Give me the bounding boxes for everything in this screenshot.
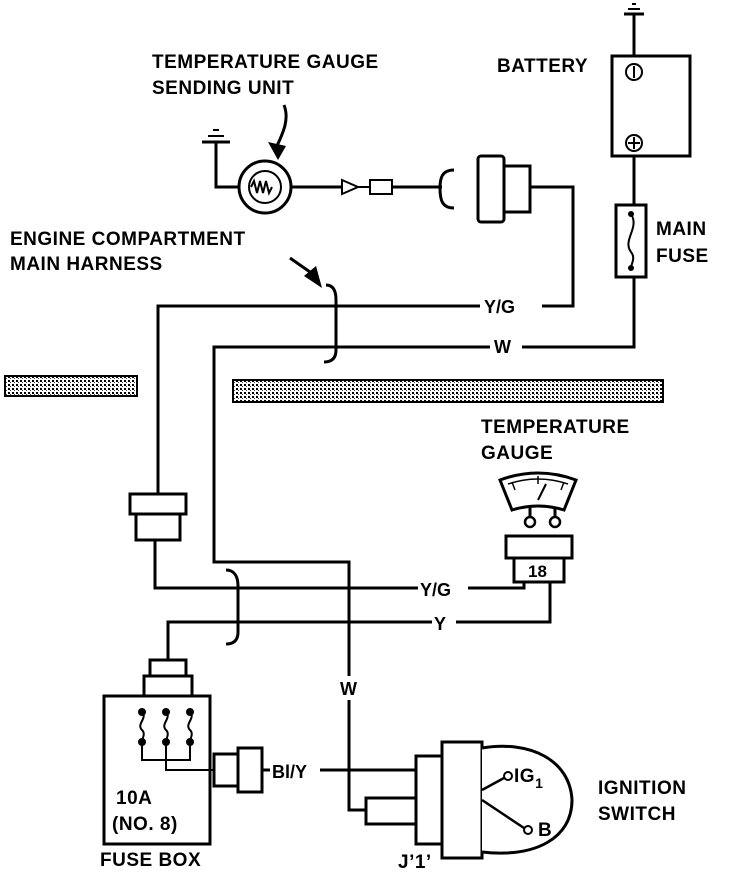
sending-unit-label-1: TEMPERATURE GAUGE [152, 52, 379, 73]
sending-unit-arrow [268, 104, 288, 160]
sending-unit [237, 159, 293, 215]
sending-unit-connector [476, 154, 532, 224]
fuse-box [102, 658, 264, 846]
harness-clip-upper [323, 283, 338, 364]
ignition-label-1: IGNITION [598, 778, 686, 799]
inline-connector [341, 178, 393, 196]
yg-connector [128, 492, 188, 542]
gauge-label-2: GAUGE [481, 443, 553, 464]
harness-clip-lower [225, 568, 240, 646]
wire-label-yg-upper: Y/G [484, 297, 515, 317]
temperature-gauge [498, 471, 578, 584]
main-fuse-label-2: FUSE [656, 246, 709, 267]
ignition-switch [364, 740, 574, 860]
gauge-pin-label: 18 [528, 562, 547, 581]
harness-label-1: ENGINE COMPARTMENT [10, 229, 246, 250]
main-fuse [614, 203, 648, 279]
wire-label-y-lower: Y [434, 614, 446, 634]
ignition-label-2: SWITCH [598, 804, 676, 825]
wire-label-w-vertical: W [340, 679, 357, 699]
sending-unit-ground [202, 129, 230, 144]
wire-label-yg-lower: Y/G [420, 580, 451, 600]
harness-label-2: MAIN HARNESS [10, 254, 163, 275]
firewall-panel-right [232, 379, 664, 403]
ig1-label: IG1 [514, 766, 543, 791]
gauge-label-1: TEMPERATURE [481, 417, 630, 438]
battery [610, 3, 692, 158]
sending-unit-label-2: SENDING UNIT [152, 78, 294, 99]
fuse-box-label: FUSE BOX [100, 850, 201, 871]
battery-label: BATTERY [497, 56, 588, 77]
connector-j-label: J’1’ [398, 852, 432, 873]
harness-arrow [289, 256, 322, 288]
b-terminal-label: B [538, 820, 552, 841]
harness-clip-top [438, 168, 455, 210]
wire-label-bl-y: Bl/Y [272, 762, 307, 782]
wires [153, 14, 636, 812]
firewall-panel-left [4, 375, 138, 397]
fuse-rating-label: 10A [116, 788, 152, 809]
wire-label-w-upper: W [494, 337, 511, 357]
main-fuse-label-1: MAIN [656, 219, 707, 240]
fuse-number-label: (NO. 8) [112, 814, 178, 835]
